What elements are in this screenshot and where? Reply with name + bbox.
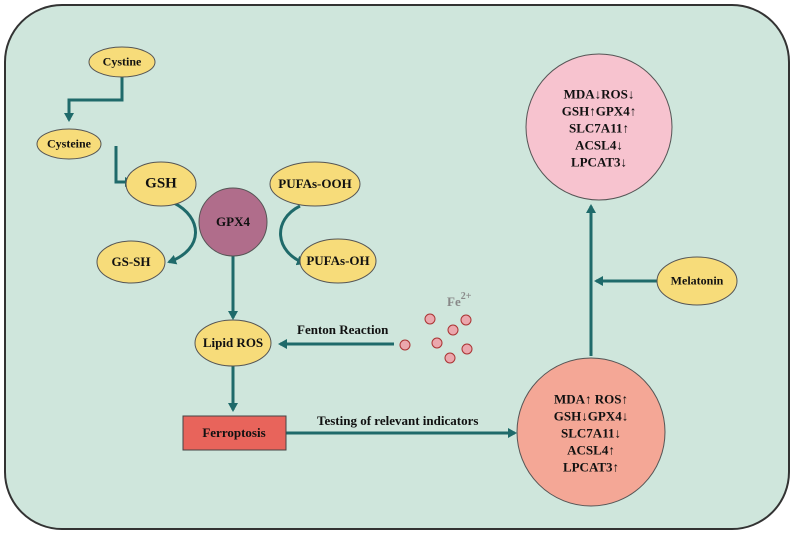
- before-indicator-line: ACSL4↑: [567, 442, 615, 458]
- before-treatment-indicators: MDA↑ ROS↑ GSH↓GPX4↓ SLC7A11↓ ACSL4↑ LPCA…: [554, 391, 628, 476]
- before-indicator-line: LPCAT3↑: [562, 459, 620, 475]
- after-indicator-line: ACSL4↓: [575, 137, 623, 153]
- arrow-gsh-to-gssh: [167, 201, 197, 265]
- gssh-label: GS-SH: [111, 254, 151, 269]
- after-treatment-circle: [525, 53, 673, 201]
- gpx4-label: GPX4: [216, 214, 250, 229]
- iron-ion: [431, 337, 443, 349]
- fe-superscript: 2+: [461, 291, 472, 302]
- iron-ion: [447, 324, 459, 336]
- melatonin-label: Melatonin: [670, 273, 724, 288]
- pufas-oh-node: [299, 238, 377, 284]
- ferroptosis-label: Ferroptosis: [202, 425, 266, 440]
- after-treatment-indicators: MDA↓ROS↓ GSH↑GPX4↑ SLC7A11↑ ACSL4↓ LPCAT…: [562, 86, 636, 171]
- fenton-reaction-label: Fenton Reaction: [297, 322, 389, 337]
- pufas-ooh-node: [269, 161, 361, 207]
- fe-ion-label: Fe2+: [447, 291, 472, 309]
- pufas-ooh-label: PUFAs-OOH: [278, 176, 352, 191]
- lipid-ros-node: [194, 319, 272, 367]
- fe-base: Fe: [447, 294, 461, 309]
- cysteine-node: [36, 128, 102, 160]
- after-indicator-line: GSH↑GPX4↑: [561, 103, 637, 119]
- cysteine-label: Cysteine: [47, 136, 91, 151]
- before-indicator-line: GSH↓GPX4↓: [553, 408, 629, 424]
- after-indicator-line: SLC7A11↑: [569, 120, 629, 136]
- iron-ion: [461, 343, 473, 355]
- melatonin-node: [656, 256, 738, 306]
- pufas-oh-label: PUFAs-OH: [306, 253, 370, 268]
- after-indicator-line: MDA↓ROS↓: [563, 86, 635, 102]
- before-indicator-line: MDA↑ ROS↑: [553, 391, 629, 407]
- gssh-node: [96, 240, 166, 284]
- lipid-ros-label: Lipid ROS: [202, 335, 264, 350]
- testing-indicators-label: Testing of relevant indicators: [317, 413, 478, 428]
- ferroptosis-node: [182, 415, 287, 451]
- cystine-node: [88, 46, 156, 78]
- gsh-node: [125, 161, 197, 207]
- before-treatment-circle: [516, 357, 666, 507]
- arrow-cystine-to-cysteine: [64, 76, 124, 122]
- arrow-pufas-ooh-to-oh: [279, 204, 306, 266]
- gsh-label: GSH: [145, 175, 177, 192]
- before-indicator-line: SLC7A11↓: [561, 425, 621, 441]
- cystine-label: Cystine: [102, 54, 142, 69]
- iron-ion: [444, 352, 456, 364]
- iron-ion: [424, 313, 436, 325]
- iron-ion: [460, 314, 472, 326]
- iron-ion: [399, 339, 411, 351]
- after-indicator-line: LPCAT3↓: [570, 154, 628, 170]
- gpx4-node: [198, 187, 268, 257]
